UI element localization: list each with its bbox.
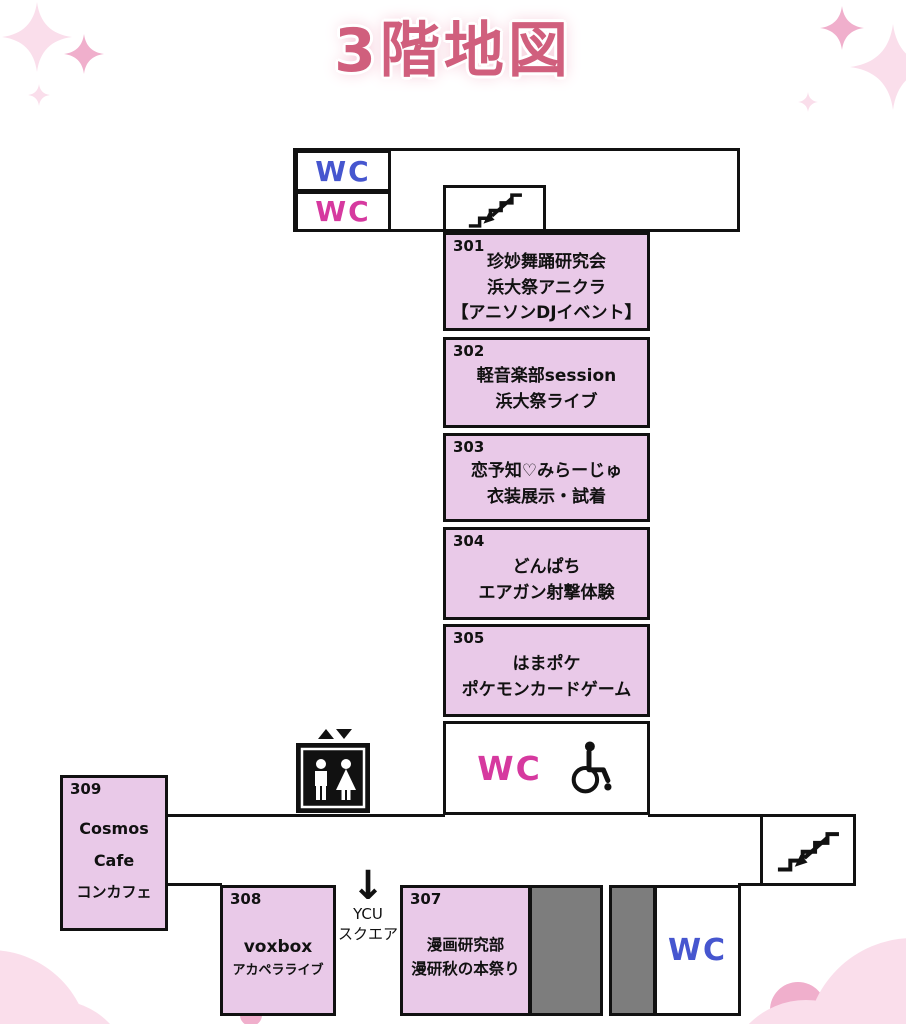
- room-number: 308: [230, 890, 262, 908]
- room-number: 302: [453, 342, 485, 360]
- sparkle-icon: [28, 84, 50, 106]
- corridor-wall: [648, 814, 762, 817]
- room-line: エアガン射撃体験: [478, 582, 615, 603]
- room-label: 軽音楽部session 浜大祭ライブ: [448, 357, 645, 422]
- sparkle-icon: [798, 92, 818, 112]
- room-number: 303: [453, 438, 485, 456]
- sparkle-icon: [850, 24, 906, 110]
- down-arrow-icon: ↓: [351, 863, 385, 909]
- sparkle-icon: [64, 34, 104, 74]
- stairs-icon: [468, 192, 522, 228]
- wc-room-top-pink: WC: [295, 191, 391, 232]
- room-307: 307 漫画研究部 漫研秋の本祭り: [400, 885, 531, 1016]
- room-302: 302 軽音楽部session 浜大祭ライブ: [443, 337, 650, 428]
- room-number: 301: [453, 237, 485, 255]
- room-line: ポケモンカードゲーム: [461, 679, 632, 700]
- corridor-wall: [168, 814, 445, 817]
- room-line: はまポケ: [512, 654, 581, 674]
- room-line: 漫研秋の本祭り: [411, 959, 520, 978]
- corridor-wall: [738, 883, 762, 886]
- room-301: 301 珍妙舞踊研究会 浜大祭アニクラ 【アニソンDJイベント】: [443, 232, 650, 331]
- exit-label: YCU: [353, 905, 383, 923]
- room-303: 303 恋予知♡みらーじゅ 衣装展示・試着: [443, 433, 650, 522]
- room-label: 恋予知♡みらーじゅ 衣装展示・試着: [448, 453, 645, 516]
- room-label: はまポケ ポケモンカードゲーム: [448, 644, 645, 711]
- room-number: 304: [453, 532, 485, 550]
- room-line: voxbox: [243, 937, 313, 957]
- room-label: どんぱち エアガン射撃体験: [448, 547, 645, 614]
- room-304: 304 どんぱち エアガン射撃体験: [443, 527, 650, 620]
- sparkle-icon: [820, 6, 864, 50]
- wc-label: WC: [477, 748, 542, 788]
- room-305: 305 はまポケ ポケモンカードゲーム: [443, 624, 650, 717]
- room-line: 【アニソンDJイベント】: [451, 303, 642, 324]
- wc-label: WC: [667, 933, 728, 968]
- room-label: 漫画研究部 漫研秋の本祭り: [405, 905, 526, 1010]
- room-number: 307: [410, 890, 442, 908]
- wc-label: WC: [315, 195, 371, 228]
- room-label: voxbox アカペラライブ: [225, 905, 331, 1010]
- stairs-right: [760, 814, 856, 886]
- room-number: 309: [70, 780, 102, 798]
- room-line: どんぱち: [512, 557, 581, 577]
- room-line: コンカフェ: [76, 883, 152, 901]
- room-line: 漫画研究部: [426, 936, 505, 955]
- room-line: 衣装展示・試着: [487, 486, 606, 507]
- wc-label: WC: [315, 154, 371, 188]
- gray-block: [529, 885, 603, 1016]
- exit-label: スクエア: [337, 925, 398, 944]
- stairs-icon: [777, 832, 839, 872]
- room-line: 恋予知♡みらーじゅ: [470, 461, 623, 481]
- wc-room-accessible: WC: [443, 721, 650, 815]
- room-line: 浜大祭アニクラ: [487, 277, 606, 298]
- room-line: 珍妙舞踊研究会: [487, 252, 606, 273]
- room-line: 軽音楽部session: [476, 366, 617, 386]
- gray-block: [609, 885, 656, 1016]
- corridor-wall: [168, 883, 222, 886]
- room-line: 浜大祭ライブ: [495, 391, 598, 412]
- stairs-top: [443, 185, 546, 232]
- elevator-icon: [296, 729, 370, 813]
- room-number: 305: [453, 629, 485, 647]
- room-label: 珍妙舞踊研究会 浜大祭アニクラ 【アニソンDJイベント】: [448, 252, 645, 325]
- wc-room-bottom-blue: WC: [654, 885, 741, 1016]
- ycu-square-exit: ↓ YCU スクエア: [336, 863, 400, 945]
- sparkle-icon: [2, 2, 72, 72]
- wc-room-top-blue: WC: [295, 150, 391, 192]
- room-308: 308 voxbox アカペラライブ: [220, 885, 336, 1016]
- page-title: 3階地図: [334, 16, 572, 86]
- room-label: Cosmos Cafe コンカフェ: [65, 795, 163, 925]
- room-309: 309 Cosmos Cafe コンカフェ: [60, 775, 168, 931]
- room-line: Cosmos Cafe: [79, 819, 149, 870]
- room-line: アカペラライブ: [232, 962, 324, 978]
- wheelchair-icon: [571, 741, 612, 794]
